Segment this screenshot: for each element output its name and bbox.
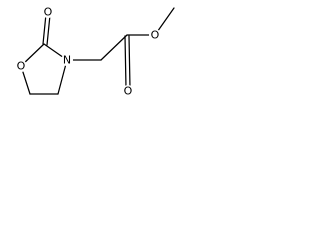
ring-nitrogen-bg [61,54,73,66]
ester-oxygen-label: O [151,29,160,42]
ester-oxygen-bg [149,29,161,41]
structure-canvas: O O N O O [0,0,183,116]
bond-cester-o-double-b [128,35,131,89]
ring-nitrogen-label: N [63,54,71,67]
ester-carbonyl-oxygen-bg [122,85,134,97]
molecule-diagram: O O N O O [15,6,175,98]
ring-oxygen-bg [15,60,27,72]
bond-cester-o-double-a [124,35,127,89]
ring-carbonyl-oxygen-label: O [44,6,53,19]
bond-c2-o-double-b [46,14,51,46]
bond-ch2-cester [100,34,128,61]
ring-carbonyl-oxygen-bg [42,6,54,18]
ester-carbonyl-oxygen-label: O [124,85,133,98]
bond-c2-o-double-a [42,13,47,45]
ring-oxygen-label: O [17,60,26,73]
